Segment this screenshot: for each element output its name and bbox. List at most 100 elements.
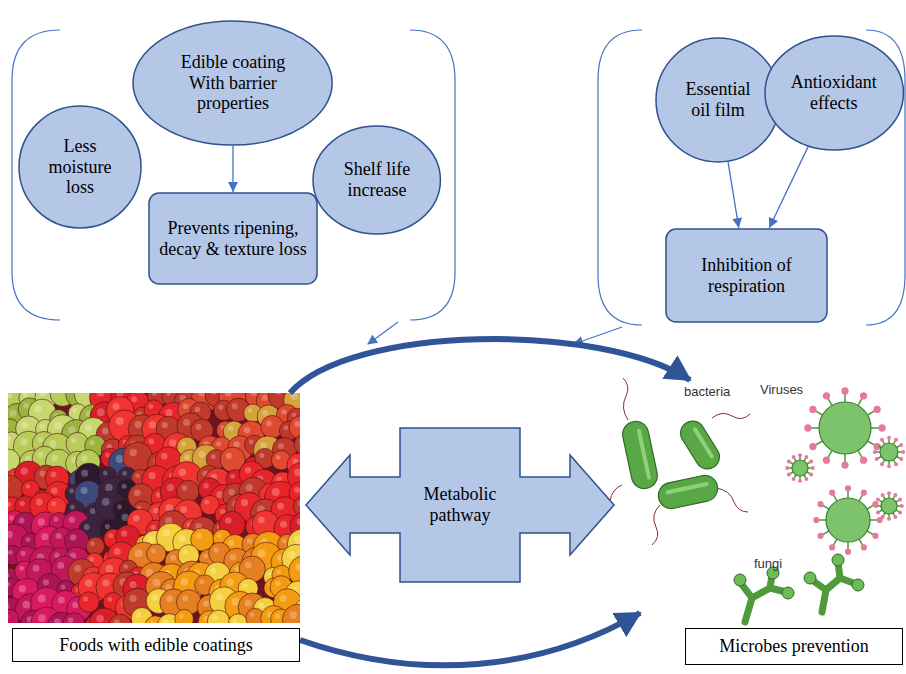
- virus-spike-tip: [817, 533, 823, 539]
- fruit-highlight: [183, 419, 190, 426]
- fruit-highlight: [151, 525, 156, 530]
- fruit-highlight: [51, 487, 58, 494]
- fruit-highlight: [183, 550, 188, 555]
- fruit-highlight: [211, 454, 216, 459]
- virus-body: [881, 498, 897, 514]
- connector-arrow: [728, 162, 739, 228]
- fruit-highlight: [181, 441, 186, 446]
- virus-spike-tip: [874, 504, 878, 508]
- fruit-highlight: [122, 471, 127, 476]
- fruit-highlight: [114, 548, 121, 555]
- fruit-highlight: [288, 551, 295, 558]
- bacteria-flagella: [610, 378, 750, 545]
- virus-spike-tip: [787, 472, 791, 476]
- fruit-highlight: [81, 487, 88, 494]
- virus-spike-tip: [861, 489, 867, 495]
- fruit-highlight: [85, 424, 92, 431]
- virus-spike-tip: [875, 457, 879, 461]
- fruit-highlight: [58, 597, 65, 604]
- virus-spike-tip: [899, 443, 903, 447]
- fruit-highlight: [152, 594, 158, 600]
- fruit-highlight: [9, 515, 14, 520]
- fruit-highlight: [294, 421, 300, 427]
- virus-spike-tip: [845, 549, 851, 555]
- node-text: Microbes prevention: [685, 628, 903, 665]
- virus-spike-tip: [894, 462, 898, 466]
- fruit-highlight: [161, 453, 168, 460]
- fruit-highlight: [8, 423, 9, 428]
- fruit-highlight: [153, 578, 161, 586]
- virus-spike-tip: [894, 438, 898, 442]
- fruit-highlight: [22, 601, 30, 609]
- fruit-highlight: [54, 619, 61, 623]
- fruit-highlight: [211, 393, 217, 395]
- connector-arrow: [769, 147, 808, 228]
- fruit-highlight: [102, 498, 110, 506]
- fruit-highlight: [152, 393, 157, 396]
- fruit-highlight: [247, 538, 252, 543]
- virus-spike-tip: [860, 456, 867, 463]
- fruit-highlight: [170, 555, 176, 561]
- fruit-highlight: [262, 395, 268, 401]
- virus-spike-tip: [804, 477, 808, 481]
- virus-spike-tip: [880, 462, 884, 466]
- fruit: [8, 609, 19, 623]
- shape-fill: [656, 38, 780, 162]
- fruit-highlight: [69, 488, 74, 493]
- virus-spike-tip: [809, 443, 816, 450]
- node-text: Shelf life increase: [333, 159, 421, 200]
- fruit-highlight: [74, 565, 81, 572]
- fruit-highlight: [81, 455, 87, 461]
- fruit-highlight: [284, 425, 289, 430]
- fruit-photo: [8, 393, 300, 623]
- benefit-circle: Less moisture loss: [18, 105, 142, 229]
- virus-spike-tip: [876, 510, 880, 514]
- fruit-highlight: [81, 470, 88, 477]
- shape-fill: [306, 428, 614, 582]
- fruit-highlight: [8, 603, 9, 610]
- fruit-highlight: [183, 404, 188, 409]
- fruit-highlight: [19, 585, 26, 592]
- mechanism-circle: Essential oil film: [655, 37, 781, 163]
- virus-spike-tip: [887, 436, 891, 440]
- fruit-highlight: [276, 455, 281, 460]
- connector-arrow: [232, 146, 233, 192]
- foods-panel: Foods with edible coatings: [8, 393, 300, 662]
- fruit-highlight: [149, 438, 155, 444]
- fruit-highlight: [150, 621, 155, 624]
- fruit-highlight: [54, 517, 59, 522]
- fruit-highlight: [228, 426, 233, 431]
- illustration-label: bacteria: [684, 384, 730, 399]
- virus-spike-tip: [873, 450, 877, 454]
- fruit-highlight: [116, 455, 124, 463]
- fruit-highlight: [220, 509, 225, 514]
- virus-spike-tip: [887, 491, 891, 495]
- virus-spike-tip: [898, 498, 902, 502]
- fruit-highlight: [275, 393, 282, 395]
- fruit-highlight: [225, 393, 232, 396]
- fruit-highlight: [182, 485, 188, 491]
- virus-spike-tip: [804, 455, 808, 459]
- fruit-highlight: [232, 598, 240, 606]
- virus-spike-tip: [881, 493, 885, 497]
- fruit-highlight: [166, 584, 172, 590]
- virus-spike-tip: [823, 456, 830, 463]
- fruit-highlight: [198, 451, 205, 458]
- process-box: Inhibition of respiration: [665, 228, 828, 323]
- fruit-highlight: [203, 600, 209, 606]
- shape-fill: [149, 193, 317, 284]
- virus-spike-tip: [823, 392, 830, 399]
- fruit: [294, 434, 300, 455]
- fruit-highlight: [9, 410, 16, 417]
- virus-spike-tip: [809, 472, 813, 476]
- virus-spike-tip: [804, 424, 811, 431]
- virus-spike-tip: [893, 493, 897, 497]
- fruit-highlight: [205, 500, 210, 505]
- virus-spike-tip: [841, 461, 848, 468]
- fruit-highlight: [245, 600, 252, 607]
- fungus: [740, 562, 856, 622]
- fruit-highlight: [135, 474, 140, 479]
- fruit-highlight: [136, 612, 141, 617]
- fruit-highlight: [166, 393, 171, 396]
- illustration-label: Viruses: [760, 382, 803, 397]
